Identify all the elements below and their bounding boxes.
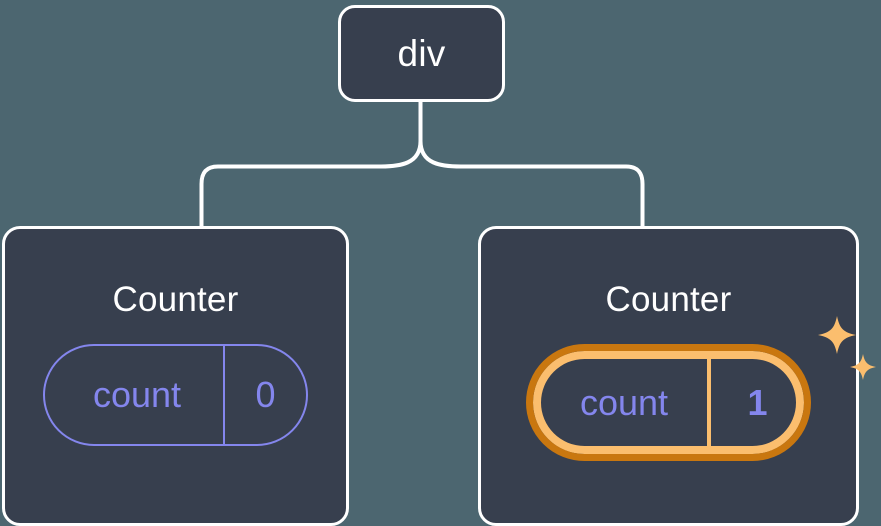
node-counter-left-label: Counter (112, 280, 239, 319)
node-div[interactable]: div (338, 5, 505, 102)
state-pill-wrap-left: count 0 (43, 344, 308, 446)
state-pill-left[interactable]: count 0 (43, 344, 308, 446)
sparkle-group (818, 316, 876, 380)
state-value-right: 1 (747, 381, 768, 423)
state-key-right: count (533, 351, 711, 454)
state-pill-wrap-right: count 1 (526, 316, 876, 461)
diagram-canvas: div Counter count 0 Counter count 1 (2, 5, 876, 526)
node-div-label: div (397, 33, 446, 74)
sparkle-small-icon (850, 354, 876, 380)
connector-branch-left (199, 140, 423, 226)
sparkle-large-icon (818, 316, 856, 354)
connector-branch-right (418, 140, 645, 226)
node-counter-left[interactable]: Counter count 0 (2, 226, 349, 526)
state-pill-right[interactable]: count 1 (526, 344, 811, 461)
state-value-left: 0 (255, 374, 276, 415)
node-counter-right-label: Counter (605, 280, 732, 319)
state-key-left: count (45, 346, 225, 444)
node-counter-right[interactable]: Counter count 1 (478, 226, 876, 526)
